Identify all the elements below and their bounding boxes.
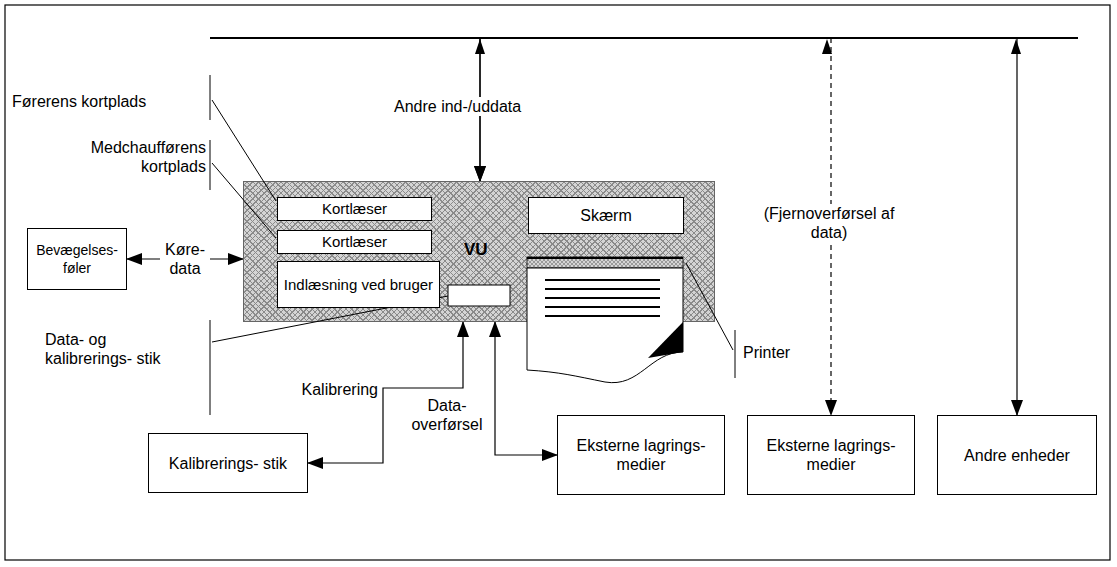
box-label: Kalibrerings- stik <box>165 454 291 473</box>
edge-label: Køre- data <box>160 240 210 278</box>
data-calibration-connector <box>448 285 510 306</box>
bracket-tick <box>735 330 736 378</box>
unit-label: VU <box>462 240 490 259</box>
leader-line <box>686 263 733 350</box>
bus-arrowhead <box>1011 39 1021 54</box>
display-box: Skærm <box>528 197 684 234</box>
box-label: Skærm <box>576 206 636 225</box>
edge-label: Data- overførsel <box>404 396 490 434</box>
leader-line <box>212 163 276 238</box>
box-label: Eksterne lagrings- medier <box>748 436 914 474</box>
storage-box: Eksterne lagrings- medier <box>557 415 725 495</box>
printer-symbol <box>527 257 683 383</box>
callout-label: Andre ind-/uddata <box>392 97 523 116</box>
box-label: Indlæsning ved bruger <box>280 276 437 294</box>
edge-label: (Fjernoverførsel af data) <box>757 204 901 242</box>
bracket-tick <box>210 320 211 415</box>
callout-label: Data- og kalibrerings- stik <box>45 330 170 368</box>
callout-label: Printer <box>743 343 790 362</box>
bracket-tick <box>210 75 211 120</box>
device-box: Andre enheder <box>937 415 1097 495</box>
input-box: Indlæsning ved bruger <box>277 261 440 308</box>
outer-frame <box>5 5 1110 560</box>
callout-label: Medchaufførens kortplads <box>38 138 206 176</box>
sensor-box: Bevægelses- føler <box>27 228 127 290</box>
connector-arrow <box>495 322 557 455</box>
hatched-unit-box: VUKortlæserKortlæserIndlæsning ved bruge… <box>243 181 715 322</box>
box-label: Andre enheder <box>960 446 1074 465</box>
bracket-tick <box>210 140 211 190</box>
box-label: Bevægelses- føler <box>28 241 126 277</box>
device-box: Kalibrerings- stik <box>148 433 308 493</box>
box-label: Kortlæser <box>318 200 391 218</box>
box-label: Eksterne lagrings- medier <box>558 436 724 474</box>
storage-box: Eksterne lagrings- medier <box>747 415 915 495</box>
edge-label: Kalibrering <box>292 380 378 399</box>
box-label: Kortlæser <box>318 233 391 251</box>
card-reader-box: Kortlæser <box>277 230 432 254</box>
card-reader-box: Kortlæser <box>277 197 432 221</box>
leader-line <box>212 100 276 201</box>
callout-label: Førerens kortplads <box>12 92 146 111</box>
connector-arrow <box>480 38 1017 415</box>
